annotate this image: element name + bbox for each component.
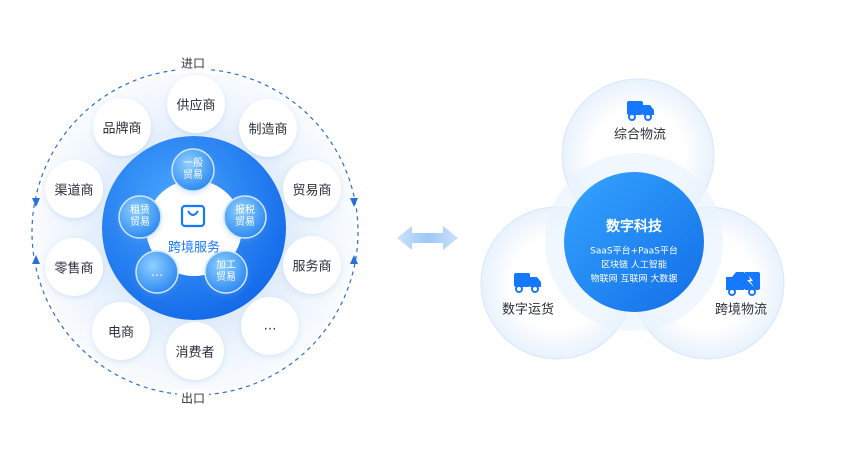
partner-retailer: 零售商 [54, 261, 94, 277]
export-label: 出口 [176, 389, 210, 407]
partner-bubble-supplier [167, 75, 225, 133]
partner-consumer: 消费者 [175, 345, 215, 361]
import-label: 进口 [176, 54, 210, 72]
digital-freight-label: 数字运货 [501, 302, 555, 318]
flow-arrow-right-up [350, 255, 358, 264]
partner-trader: 贸易商 [292, 183, 332, 199]
service-bubble-bonded [223, 195, 267, 239]
service-bonded-trade: 报税 贸易 [235, 205, 255, 228]
freight-truck-icon [514, 273, 541, 293]
partner-bubble-ecommerce [92, 302, 150, 360]
partner-manufacturer: 制造商 [248, 122, 288, 138]
bidirectional-arrow-icon [397, 226, 458, 250]
partner-bubble-more [241, 297, 299, 355]
partner-brand: 品牌商 [102, 121, 142, 137]
comprehensive-logistics-label: 综合物流 [613, 127, 667, 143]
flow-arrow-left-up [32, 255, 40, 264]
service-bubble-general [171, 148, 215, 192]
partner-channel: 渠道商 [54, 183, 94, 199]
partner-bubble-manufacturer [239, 99, 297, 157]
service-general-trade: 一般 贸易 [183, 158, 203, 181]
partner-bubble-trader [283, 160, 341, 218]
service-leasing-trade: 租赁 贸易 [130, 205, 150, 228]
service-bubbles [118, 148, 267, 294]
cross-border-service-label: 跨境服务 [167, 240, 221, 256]
partner-ecommerce: 电商 [107, 325, 135, 341]
partner-bubble-brand [93, 98, 151, 156]
digital-tech-line-2: 区块链 人工智能 [601, 260, 667, 271]
service-bubble-processing [204, 250, 248, 294]
partner-bubbles [45, 75, 341, 380]
flow-arrow-left-down [32, 198, 40, 207]
partner-bubble-channel [45, 160, 103, 218]
partner-bubble-service-provider [283, 236, 341, 294]
partner-supplier: 供应商 [176, 98, 216, 114]
service-processing-trade: 加工 贸易 [216, 260, 236, 283]
cross-border-logistics-label: 跨境物流 [714, 302, 768, 318]
service-bubble-more [135, 250, 179, 294]
partner-bubble-consumer [166, 322, 224, 380]
partner-service-provider: 服务商 [292, 259, 332, 275]
digital-tech-line-3: 物联网 互联网 大数据 [590, 274, 678, 285]
flow-arrow-right-down [350, 198, 358, 207]
shopping-bag-icon [180, 204, 206, 228]
service-more: … [151, 265, 163, 279]
partner-bubble-retailer [45, 238, 103, 296]
digital-tech-core [564, 172, 704, 312]
digital-tech-line-1: SaaS平台+PaaS平台 [590, 246, 678, 257]
trade-flow-dashed-ring [31, 68, 359, 396]
service-bubble-leasing [118, 195, 162, 239]
partner-more: … [263, 318, 277, 334]
digital-tech-title: 数字科技 [606, 219, 662, 235]
truck-icon [627, 101, 654, 121]
express-truck-icon [726, 272, 760, 296]
